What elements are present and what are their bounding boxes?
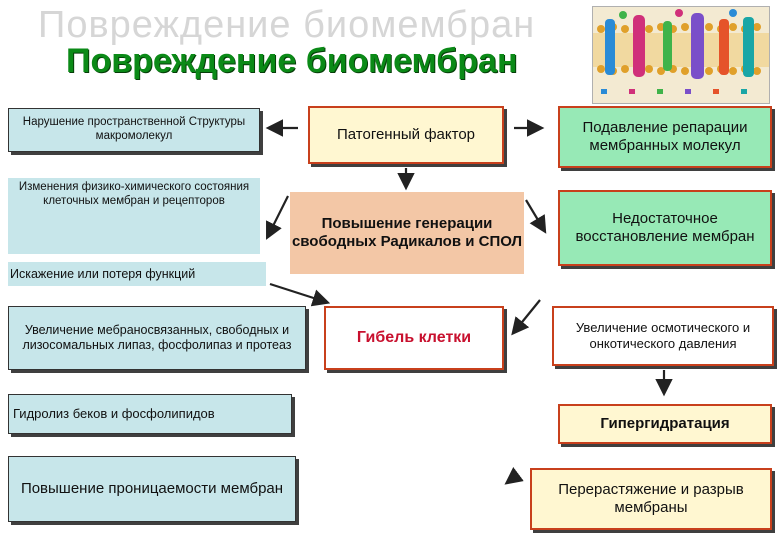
- box-pathogenic-factor: Патогенный фактор: [308, 106, 504, 164]
- box-lipases-increase: Увеличение мебраносвязанных, свободных и…: [8, 306, 306, 370]
- box-hyperhydration-text: Гипергидратация: [600, 415, 730, 432]
- box-cell-death-text: Гибель клетки: [356, 329, 472, 347]
- box-overstretch-rupture: Перерастяжение и разрыв мембраны: [530, 468, 772, 530]
- box-insufficient-recovery-text: Недостаточное восстановление мембран: [575, 210, 755, 245]
- box-structure-disruption: Нарушение пространственной Структуры мак…: [8, 108, 260, 152]
- arrow-permeability-to-rupture: [504, 467, 524, 485]
- box-permeability-increase: Повышение проницаемости мембран: [8, 456, 296, 522]
- box-repair-suppression-text: Подавление репарации мембранных молекул: [582, 119, 748, 154]
- box-osmotic-pressure: Увеличение осмотического и онкотического…: [552, 306, 774, 366]
- membrane-illustration: [592, 6, 770, 104]
- arrow-osmotic-to-death: [511, 299, 541, 336]
- box-hyperhydration: Гипергидратация: [558, 404, 772, 444]
- box-repair-suppression: Подавление репарации мембранных молекул: [558, 106, 772, 168]
- box-free-radicals: Повышение генерации свободных Радикалов …: [290, 192, 524, 274]
- box-function-loss-text: Искажение или потеря функций: [10, 266, 196, 281]
- membrane-proteins: [605, 9, 754, 79]
- box-hydrolysis: Гидролиз беков и фосфолипидов: [8, 394, 292, 434]
- page-title: Повреждение биомембран: [66, 42, 518, 80]
- box-structure-disruption-text: Нарушение пространственной Структуры мак…: [22, 116, 246, 142]
- box-hydrolysis-text: Гидролиз беков и фосфолипидов: [13, 406, 215, 422]
- arrow-radicals-to-physchem: [266, 195, 289, 240]
- box-osmotic-pressure-text: Увеличение осмотического и онкотического…: [575, 320, 751, 351]
- box-overstretch-rupture-text: Перерастяжение и разрыв мембраны: [558, 481, 744, 516]
- box-function-loss: Искажение или потеря функций: [8, 262, 266, 286]
- box-physchem-changes: Изменения физико-химического состояния к…: [8, 178, 260, 254]
- box-pathogenic-factor-text: Патогенный фактор: [336, 126, 476, 143]
- box-permeability-increase-text: Повышение проницаемости мембран: [20, 480, 284, 497]
- legend-swatches: [601, 89, 747, 94]
- box-cell-death: Гибель клетки: [324, 306, 504, 370]
- box-insufficient-recovery: Недостаточное восстановление мембран: [558, 190, 772, 266]
- title-shadow: Повреждение биомембран: [38, 4, 536, 46]
- arrow-radicals-to-recovery: [525, 199, 547, 234]
- arrow-function-to-death: [269, 282, 331, 307]
- box-free-radicals-text: Повышение генерации свободных Радикалов …: [291, 215, 523, 250]
- box-lipases-increase-text: Увеличение мебраносвязанных, свободных и…: [22, 323, 292, 352]
- box-physchem-changes-text: Изменения физико-химического состояния к…: [18, 181, 250, 207]
